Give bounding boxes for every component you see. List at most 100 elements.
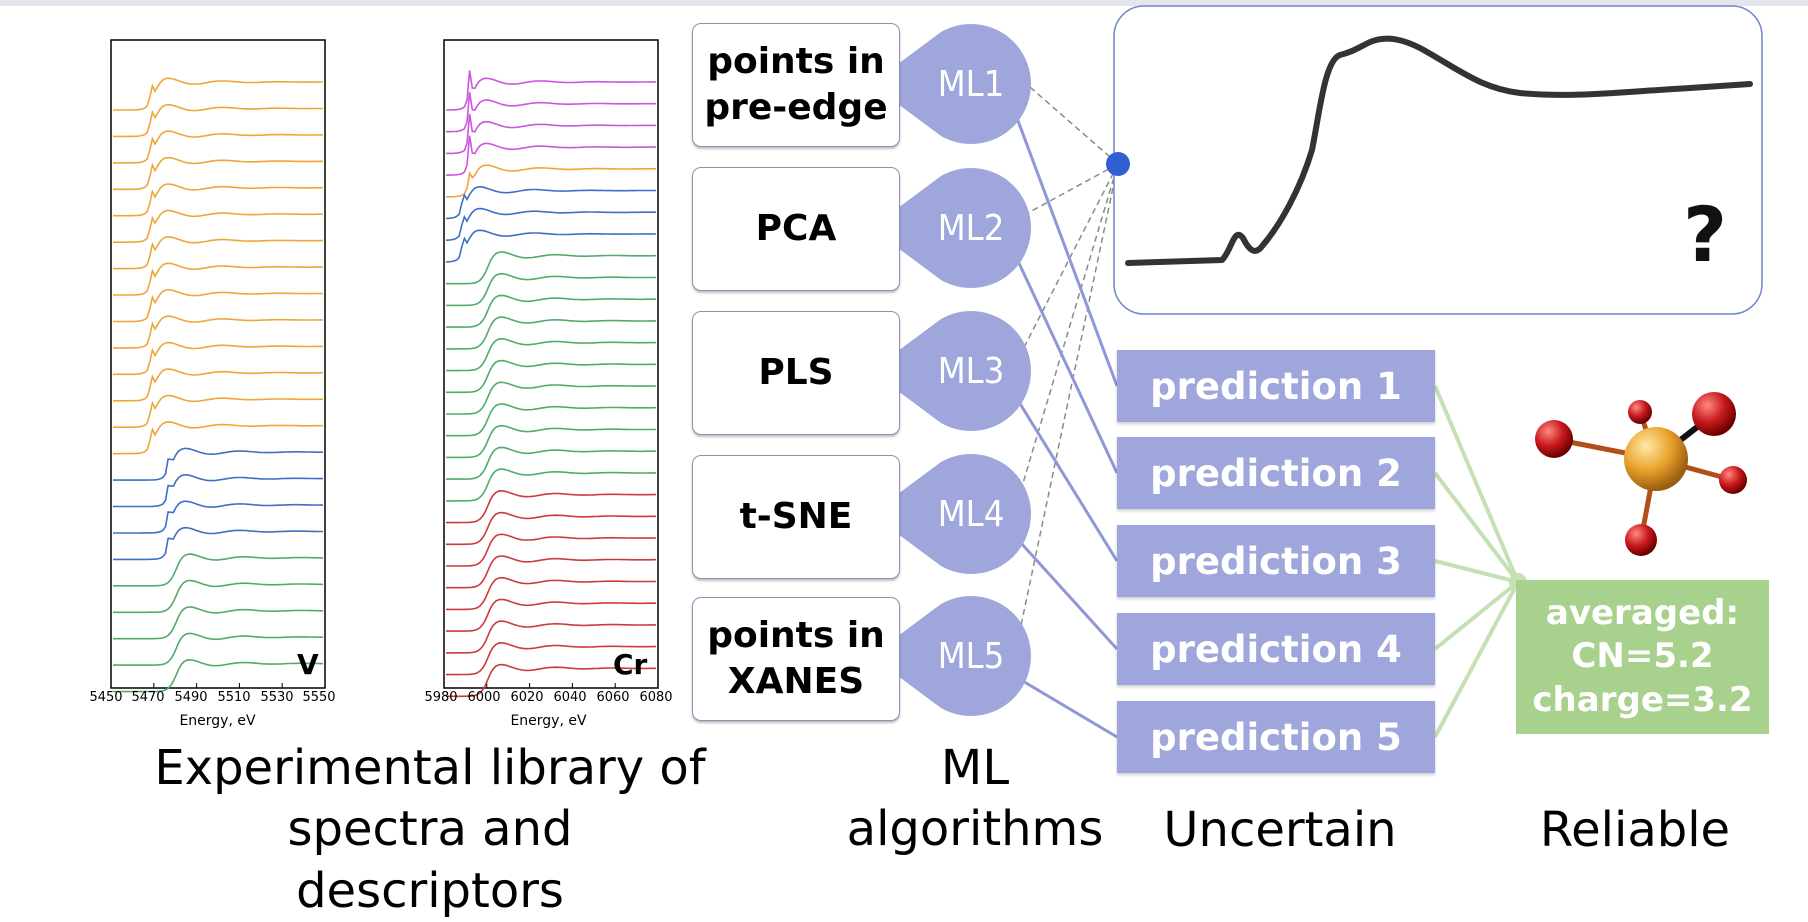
panel-v-tick: 5490 bbox=[174, 690, 208, 705]
dashed-connector bbox=[1014, 163, 1119, 366]
spectrum-curve bbox=[446, 663, 656, 698]
spectrum-curve bbox=[446, 272, 657, 307]
spectrum-curve bbox=[113, 606, 323, 640]
spectra-panel-v bbox=[110, 39, 326, 693]
spectrum-curve bbox=[113, 579, 324, 614]
panel-cr-label: Cr bbox=[613, 648, 648, 681]
caption-uncertain: Uncertain bbox=[1163, 802, 1397, 858]
prediction-to-average-line bbox=[1433, 580, 1520, 651]
spectrum-curve bbox=[113, 421, 323, 455]
prediction-box-5: prediction 5 bbox=[1117, 701, 1435, 773]
molecule-atom bbox=[1535, 420, 1573, 458]
panel-cr-tick: 5980 bbox=[424, 690, 458, 705]
unknown-spectrum-curve bbox=[1125, 35, 1753, 266]
panel-cr-tick: 6040 bbox=[553, 690, 587, 705]
panel-v-xlabel: Energy, eV bbox=[179, 713, 256, 729]
prediction-to-average-line bbox=[1433, 471, 1520, 584]
spectrum-curve bbox=[446, 620, 656, 654]
molecule-center-atom bbox=[1624, 427, 1688, 491]
ml-badge-shape bbox=[871, 167, 1032, 288]
diagram-art bbox=[110, 5, 1763, 739]
descriptor-box-xanes: points in XANES bbox=[692, 597, 900, 721]
connector-dot bbox=[1106, 152, 1130, 176]
spectrum-curve bbox=[446, 468, 656, 502]
panel-cr-tick: 6080 bbox=[639, 690, 673, 705]
spectrum-curve bbox=[113, 315, 323, 349]
spectrum-curve bbox=[446, 251, 656, 285]
spectrum-curve bbox=[445, 185, 656, 220]
panel-cr-xlabel: Energy, eV bbox=[510, 713, 587, 729]
ml-badge-1: ML1 bbox=[937, 63, 1005, 105]
panel-v-tick: 5550 bbox=[302, 690, 336, 705]
dashed-connector bbox=[1014, 163, 1119, 511]
unknown-spectrum-question-mark: ? bbox=[1683, 190, 1728, 279]
ml-badge-shape bbox=[871, 311, 1032, 431]
ml-to-prediction-line bbox=[1009, 388, 1119, 562]
ml-to-prediction-line bbox=[1010, 672, 1118, 739]
spectrum-curve bbox=[113, 130, 323, 164]
panel-cr-tick: 6020 bbox=[510, 690, 544, 705]
top-strip bbox=[0, 0, 1808, 6]
caption-reliable: Reliable bbox=[1539, 802, 1731, 858]
molecule-icon bbox=[1535, 392, 1747, 556]
spectrum-curve bbox=[446, 337, 656, 372]
dashed-connector bbox=[1014, 163, 1119, 221]
spectrum-curve bbox=[446, 135, 656, 176]
spectrum-curve bbox=[113, 288, 323, 323]
panel-cr-tick: 6060 bbox=[596, 690, 630, 705]
spectrum-curve bbox=[446, 555, 656, 589]
caption-ml: ML algorithms bbox=[846, 740, 1104, 858]
unknown-spectrum-frame bbox=[1113, 5, 1763, 315]
spectrum-curve bbox=[446, 489, 656, 524]
ml-badge-2: ML2 bbox=[937, 207, 1005, 249]
caption-library: Experimental library of spectra and desc… bbox=[154, 740, 706, 919]
spectrum-curve bbox=[113, 77, 323, 111]
spectrum-curve bbox=[113, 368, 323, 402]
spectrum-curve bbox=[113, 341, 323, 376]
molecule-atom bbox=[1625, 524, 1657, 556]
prediction-to-average-line bbox=[1433, 385, 1520, 583]
spectrum-curve bbox=[113, 156, 323, 191]
spectrum-curve bbox=[445, 207, 656, 241]
ml-badge-4: ML4 bbox=[937, 493, 1005, 535]
panel-v-tick: 5510 bbox=[217, 690, 251, 705]
prediction-box-3: prediction 3 bbox=[1117, 525, 1435, 597]
prediction-to-average-line bbox=[1433, 581, 1520, 738]
descriptor-box-pre-edge: points in pre-edge bbox=[692, 23, 900, 147]
descriptor-box-pls: PLS bbox=[692, 311, 900, 435]
spectrum-curve bbox=[113, 526, 323, 561]
ml-badge-shape bbox=[871, 596, 1032, 717]
spectrum-curve bbox=[446, 316, 656, 350]
ml-badge-5: ML5 bbox=[937, 635, 1005, 677]
averaged-result-box: averaged: CN=5.2 charge=3.2 bbox=[1516, 580, 1769, 734]
prediction-box-4: prediction 4 bbox=[1117, 613, 1435, 685]
dashed-connector bbox=[1014, 163, 1119, 655]
spectrum-curve bbox=[113, 658, 324, 693]
spectrum-curve bbox=[446, 598, 657, 632]
ml-badge-shape bbox=[871, 454, 1032, 574]
spectrum-curve bbox=[113, 236, 323, 270]
ml-badge-shape bbox=[871, 24, 1032, 144]
panel-v-label: V bbox=[297, 648, 319, 681]
panel-v-tick: 5530 bbox=[260, 690, 294, 705]
spectrum-curve bbox=[446, 359, 656, 394]
spectrum-curve bbox=[113, 209, 323, 243]
panel-v-tick: 5450 bbox=[89, 690, 123, 705]
panel-frame bbox=[110, 39, 326, 689]
spectrum-curve bbox=[446, 92, 656, 133]
spectrum-curve bbox=[446, 164, 656, 198]
descriptor-box-pca: PCA bbox=[692, 167, 900, 291]
spectrum-curve bbox=[446, 511, 656, 546]
spectrum-curve bbox=[446, 381, 656, 415]
spectrum-curve bbox=[446, 113, 656, 155]
panel-v-tick: 5470 bbox=[131, 690, 165, 705]
molecule-atom bbox=[1719, 466, 1747, 494]
molecule-atom bbox=[1692, 392, 1736, 436]
spectrum-curve bbox=[446, 533, 656, 567]
spectrum-curve bbox=[446, 576, 657, 611]
prediction-to-average-line bbox=[1434, 559, 1519, 584]
ml-to-prediction-line bbox=[1009, 245, 1119, 474]
spectrum-curve bbox=[446, 424, 657, 459]
spectrum-curve bbox=[445, 229, 656, 263]
